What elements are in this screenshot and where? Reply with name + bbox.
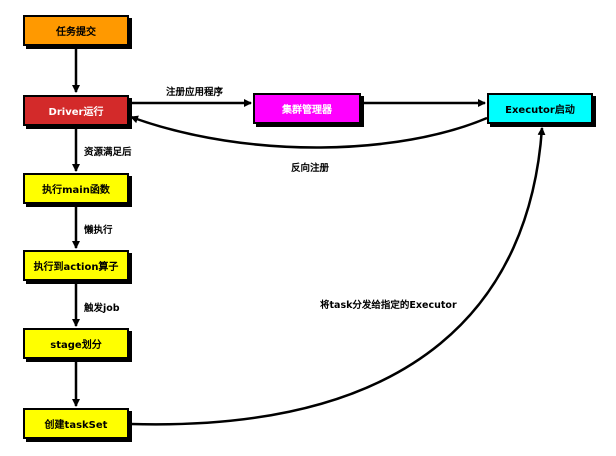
node-cluster: 集群管理器 xyxy=(253,93,361,124)
edge-executor-driver xyxy=(130,115,488,149)
node-stage: stage划分 xyxy=(23,328,129,359)
edge-label-register-app: 注册应用程序 xyxy=(166,87,224,98)
edge-taskset-executor xyxy=(130,127,546,426)
edge-label-dispatch-task: 将task分发给指定的Executor xyxy=(320,300,457,311)
node-submit: 任务提交 xyxy=(23,15,129,46)
node-action: 执行到action算子 xyxy=(23,250,129,281)
edge-label-lazy: 懒执行 xyxy=(84,225,113,236)
node-main: 执行main函数 xyxy=(23,173,129,204)
edge-label-reverse-register: 反向注册 xyxy=(291,163,330,174)
node-driver: Driver运行 xyxy=(23,95,129,126)
node-executor: Executor启动 xyxy=(487,93,593,124)
edge-label-resources: 资源满足后 xyxy=(84,147,132,158)
node-taskset: 创建taskSet xyxy=(23,408,129,439)
edge-label-trigger-job: 触发job xyxy=(84,303,120,314)
